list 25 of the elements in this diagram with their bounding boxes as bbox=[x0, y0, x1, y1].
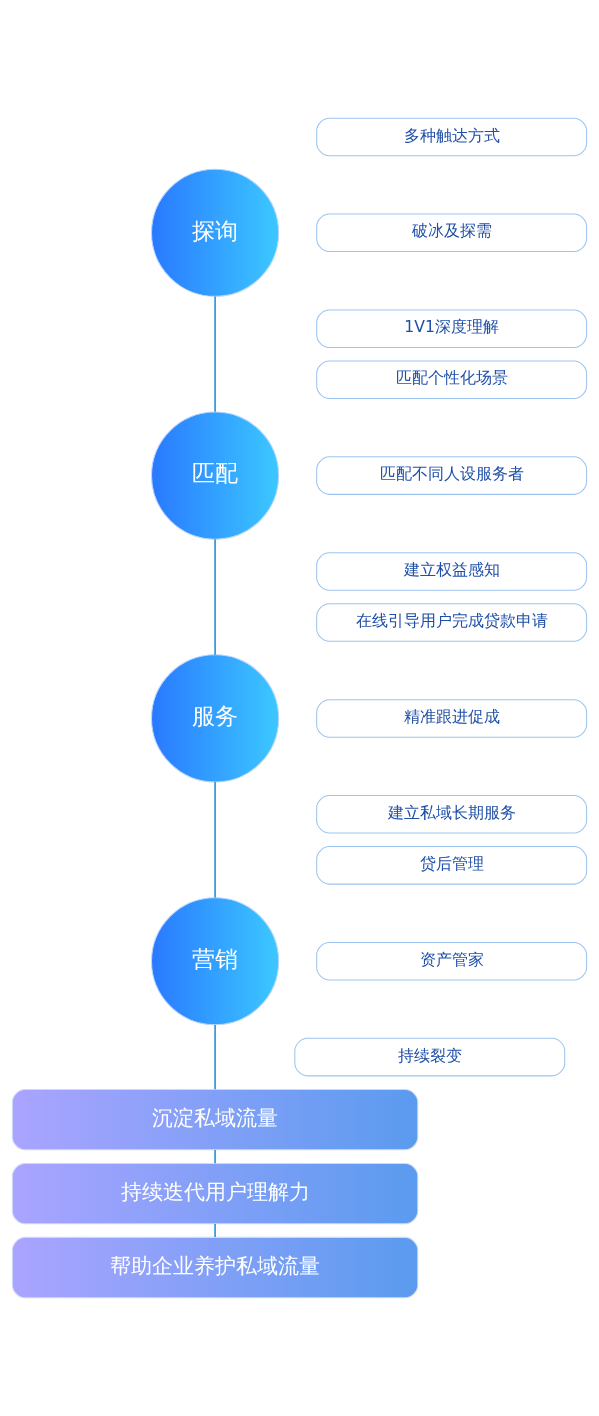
node-box: 匹配不同人设服务者 bbox=[316, 456, 588, 495]
node-circle: 营销 bbox=[151, 897, 280, 1026]
node-box: 精准跟进促成 bbox=[316, 699, 588, 738]
node-box: 贷后管理 bbox=[316, 846, 588, 885]
node-circle: 匹配 bbox=[151, 411, 280, 540]
node-box: 持续裂变 bbox=[294, 1037, 566, 1077]
node-box: 多种触达方式 bbox=[316, 117, 588, 157]
connector bbox=[214, 1223, 216, 1238]
connector bbox=[214, 781, 216, 899]
node-box: 建立权益感知 bbox=[316, 552, 588, 591]
connector bbox=[214, 1024, 216, 1091]
node-box: 持续迭代用户理解力 bbox=[11, 1162, 419, 1225]
node-circle: 服务 bbox=[151, 654, 280, 783]
node-box: 沉淀私域流量 bbox=[11, 1088, 419, 1151]
node-circle: 探询 bbox=[151, 168, 280, 297]
connector bbox=[214, 538, 216, 656]
node-box: 在线引导用户完成贷款申请 bbox=[316, 603, 588, 642]
node-box: 资产管家 bbox=[316, 941, 588, 981]
node-box: 帮助企业养护私域流量 bbox=[11, 1236, 419, 1299]
node-box: 建立私域长期服务 bbox=[316, 795, 588, 834]
connector bbox=[214, 295, 216, 413]
connector bbox=[214, 1149, 216, 1164]
node-box: 破冰及探需 bbox=[316, 213, 588, 253]
node-box: 1V1深度理解 bbox=[316, 309, 588, 348]
node-box: 匹配个性化场景 bbox=[316, 360, 588, 399]
